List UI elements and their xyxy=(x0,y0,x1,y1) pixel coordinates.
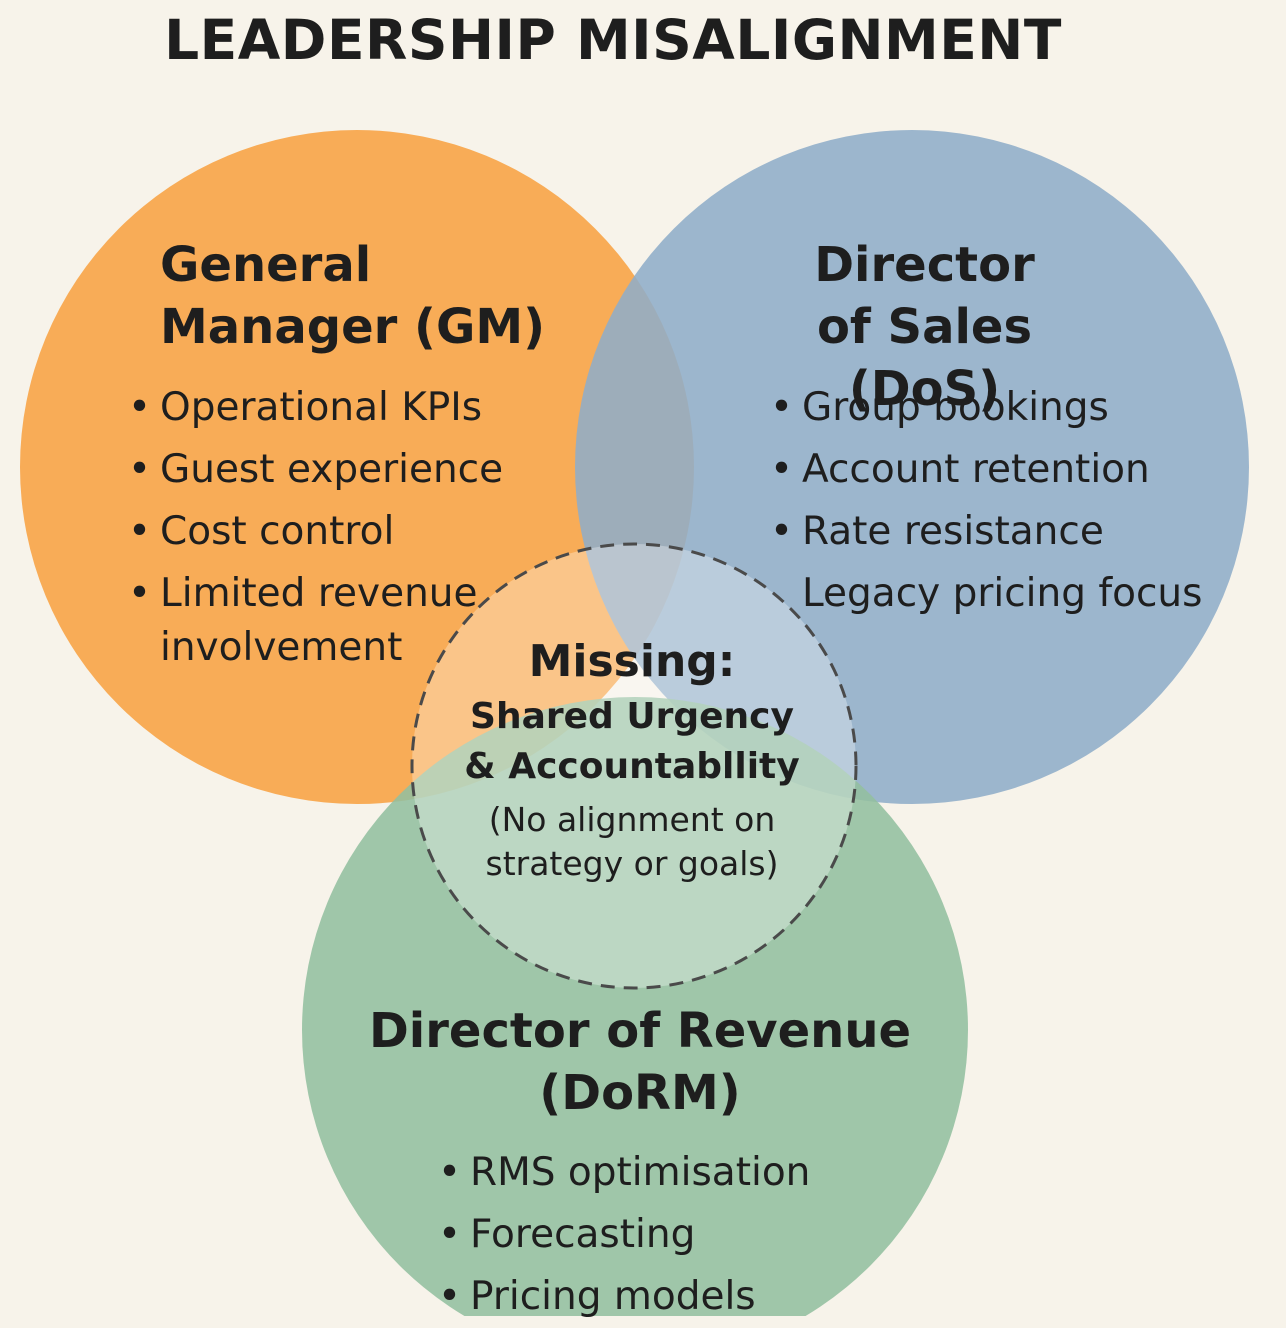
dorm-heading: Director of Revenue (DoRM) xyxy=(340,1000,940,1124)
page-title: LEADERSHIP MISALIGNMENT xyxy=(164,8,1062,72)
dorm-bullet-list: RMS optimisation Forecasting Pricing mod… xyxy=(438,1142,810,1328)
center-overlap-circle xyxy=(410,542,858,990)
dos-bullet-list: Group bookings Account retention Rate re… xyxy=(770,377,1202,625)
center-shared-urgency: Shared Urgency xyxy=(470,696,794,737)
gm-bullet-list: Operational KPIs Guest experience Cost c… xyxy=(128,377,503,671)
gm-heading-line2: Manager (GM) xyxy=(160,299,546,355)
dorm-bullet: Pricing models xyxy=(438,1266,810,1328)
gm-heading: General Manager (GM) xyxy=(160,234,545,358)
gm-bullet-continued: involvement xyxy=(160,625,403,670)
dos-bullet: Group bookings xyxy=(770,377,1202,439)
gm-bullet: Guest experience xyxy=(128,439,503,501)
gm-bullet-last: Limited revenue involvement xyxy=(128,563,503,671)
gm-heading-line1: General xyxy=(160,237,372,293)
center-missing-label: Missing: xyxy=(528,636,736,687)
center-note-line1: (No alignment on xyxy=(488,800,776,839)
dorm-heading-line2: (DoRM) xyxy=(539,1065,741,1121)
center-accountability: & Accountabllity xyxy=(464,746,800,787)
dorm-bullet: RMS optimisation xyxy=(438,1142,810,1204)
gm-bullet: Cost control xyxy=(128,501,503,563)
center-overlap-text: Missing: Shared Urgency & Accountabllity… xyxy=(432,632,832,886)
dos-heading-line1: Director xyxy=(814,237,1035,293)
dos-bullet: Legacy pricing focus xyxy=(802,571,1203,616)
dos-bullet: Rate resistance xyxy=(770,501,1202,563)
dorm-bullet: Forecasting xyxy=(438,1204,810,1266)
gm-bullet-text: Limited revenue xyxy=(160,571,478,616)
dorm-heading-line1: Director of Revenue xyxy=(368,1003,912,1059)
dos-bullet: Account retention xyxy=(770,439,1202,501)
center-note-line2: strategy or goals) xyxy=(485,844,779,883)
gm-bullet: Operational KPIs xyxy=(128,377,503,439)
